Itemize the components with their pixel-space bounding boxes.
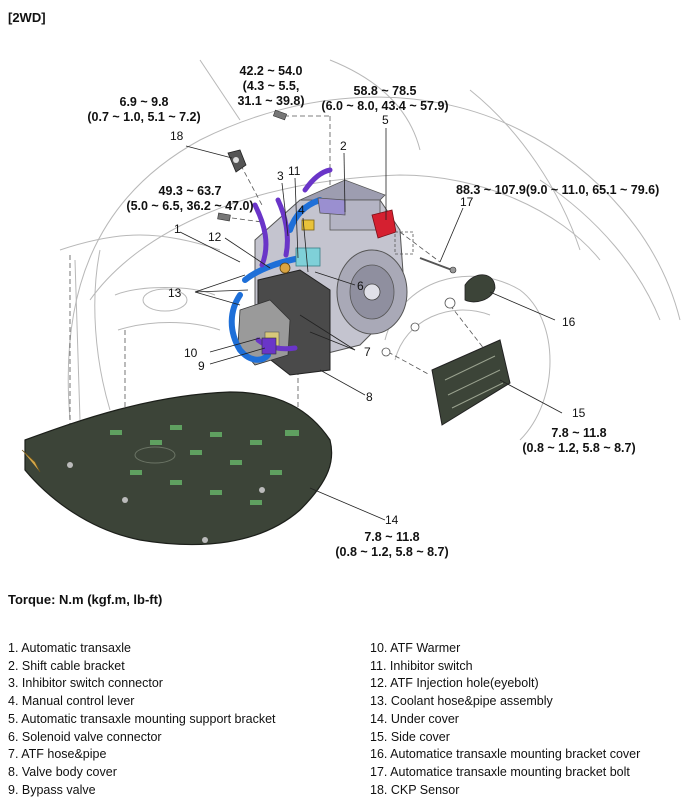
callout-12: 12 <box>208 230 222 244</box>
manual-control-lever <box>301 219 315 231</box>
callout-9: 9 <box>198 359 205 373</box>
legend-right-column: 10. ATF Warmer 11. Inhibitor switch 12. … <box>370 640 640 799</box>
torque-t3-line2: (6.0 ~ 8.0, 43.4 ~ 57.9) <box>321 99 448 113</box>
legend-item: 4. Manual control lever <box>8 694 135 709</box>
legend-item: 7. ATF hose&pipe <box>8 747 107 762</box>
bypass-valve <box>261 337 277 355</box>
callout-numbers: 1 2 3 4 5 6 7 8 9 10 11 12 13 14 15 16 1… <box>168 113 586 527</box>
callout-16: 16 <box>562 315 576 329</box>
torque-t1-line2: (4.3 ~ 5.5, <box>243 79 300 93</box>
torque-t1-line1: 42.2 ~ 54.0 <box>240 64 303 78</box>
bolts <box>217 109 288 222</box>
atf-injection-hole-eyebolt <box>279 262 291 274</box>
legend-item: 15. Side cover <box>370 729 450 744</box>
ckp-sensor <box>227 149 247 173</box>
torque-t4-line1: 49.3 ~ 63.7 <box>159 184 222 198</box>
torque-t3-line1: 58.8 ~ 78.5 <box>354 84 417 98</box>
callout-14: 14 <box>385 513 399 527</box>
callout-5: 5 <box>382 113 389 127</box>
torque-t5-line1: 88.3 ~ 107.9(9.0 ~ 11.0, 65.1 ~ 79.6) <box>456 183 659 197</box>
callout-15: 15 <box>572 406 586 420</box>
torque-unit-note: Torque: N.m (kgf.m, lb-ft) <box>8 592 163 607</box>
torque-t6-line2: (0.8 ~ 1.2, 5.8 ~ 8.7) <box>522 441 635 455</box>
vehicle-body-outline <box>59 59 681 441</box>
coolant-hose-pipe-assembly <box>228 197 323 363</box>
legend-item: 16. Automatice transaxle mounting bracke… <box>370 747 641 762</box>
callout-11: 11 <box>288 164 301 178</box>
shift-cable-bracket <box>317 197 346 216</box>
callout-10: 10 <box>184 346 198 360</box>
torque-t6-line1: 7.8 ~ 11.8 <box>551 426 606 440</box>
torque-t7-line2: (0.8 ~ 1.2, 5.8 ~ 8.7) <box>335 545 448 559</box>
legend-item: 14. Under cover <box>370 711 459 726</box>
legend-item: 9. Bypass valve <box>8 782 96 797</box>
side-cover <box>431 339 511 426</box>
torque-t7-line1: 7.8 ~ 11.8 <box>364 530 419 544</box>
legend-item: 11. Inhibitor switch <box>370 658 473 673</box>
legend-item: 10. ATF Warmer <box>370 641 461 655</box>
mounting-bracket-cover <box>464 274 496 303</box>
legend-item: 5. Automatic transaxle mounting support … <box>8 711 276 726</box>
callout-6: 6 <box>357 279 364 293</box>
legend-item: 12. ATF Injection hole(eyebolt) <box>370 676 539 691</box>
callout-13: 13 <box>168 286 182 300</box>
callout-18: 18 <box>170 129 184 143</box>
legend-item: 18. CKP Sensor <box>370 782 460 797</box>
callout-17: 17 <box>460 195 474 209</box>
legend-item: 2. Shift cable bracket <box>8 658 125 673</box>
torque-t2-line2: (0.7 ~ 1.0, 5.1 ~ 7.2) <box>87 110 200 124</box>
legend-item: 8. Valve body cover <box>8 764 117 779</box>
callout-leader-lines <box>179 128 563 521</box>
exploded-view-diagram: 42.2 ~ 54.0 (4.3 ~ 5.5, 31.1 ~ 39.8) 6.9… <box>21 59 681 559</box>
callout-8: 8 <box>366 390 373 404</box>
callout-3: 3 <box>277 169 284 183</box>
under-cover <box>21 391 333 546</box>
legend-item: 6. Solenoid valve connector <box>8 729 162 744</box>
callout-7: 7 <box>364 345 371 359</box>
callout-1: 1 <box>174 222 181 236</box>
callout-4: 4 <box>298 203 305 217</box>
legend-item: 17. Automatice transaxle mounting bracke… <box>370 764 630 779</box>
callout-2: 2 <box>340 139 347 153</box>
inhibitor-switch <box>295 247 321 267</box>
legend-left-column: 1. Automatic transaxle 2. Shift cable br… <box>8 640 276 799</box>
torque-labels: 42.2 ~ 54.0 (4.3 ~ 5.5, 31.1 ~ 39.8) 6.9… <box>87 64 659 559</box>
torque-t2-line1: 6.9 ~ 9.8 <box>120 95 169 109</box>
mounting-bracket-bolt <box>419 257 457 274</box>
legend-item: 13. Coolant hose&pipe assembly <box>370 694 553 709</box>
legend-item: 3. Inhibitor switch connector <box>8 676 163 691</box>
legend-item: 1. Automatic transaxle <box>8 641 131 655</box>
clip-markers <box>381 297 456 357</box>
torque-t4-line2: (5.0 ~ 6.5, 36.2 ~ 47.0) <box>126 199 253 213</box>
torque-t1-line3: 31.1 ~ 39.8) <box>237 94 304 108</box>
page-header: [2WD] <box>8 10 46 25</box>
